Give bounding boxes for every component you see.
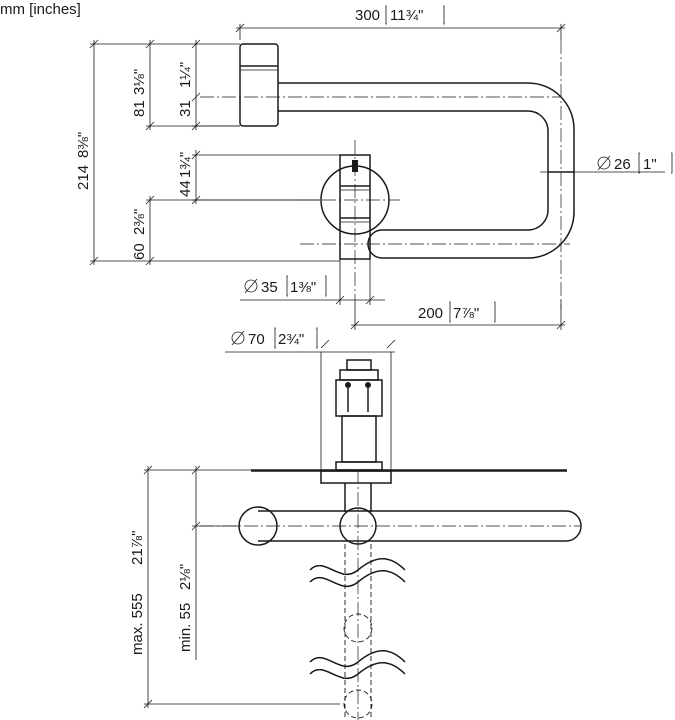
aerator-head — [239, 43, 279, 127]
dimension-reach: 200 7⅞" — [350, 300, 566, 330]
svg-text:1¾": 1¾" — [177, 152, 194, 178]
svg-text:60: 60 — [131, 243, 148, 260]
dimension-pipe-diameter: 26 1" — [540, 152, 673, 174]
svg-text:1": 1" — [643, 156, 657, 173]
dimension-spout-offset: 31 1¼" — [177, 39, 240, 131]
svg-text:2⅛": 2⅛" — [177, 564, 194, 590]
svg-text:8⅜": 8⅜" — [75, 132, 92, 158]
svg-text:300: 300 — [355, 7, 380, 24]
dimension-body-diameter: 35 1⅜" — [240, 259, 385, 305]
dimension-min-length: min. 55 2⅛" — [177, 465, 240, 660]
svg-text:1¼": 1¼" — [177, 62, 194, 88]
svg-text:21⅞": 21⅞" — [129, 530, 146, 565]
dimension-rosette-diameter: 70 2¾" — [225, 327, 396, 353]
rosette-side — [320, 470, 392, 484]
cartridge — [335, 379, 383, 417]
svg-text:min. 55: min. 55 — [177, 603, 194, 652]
svg-text:11¾": 11¾" — [390, 7, 423, 24]
dimension-max-length: max. 555 21⅞" — [129, 465, 340, 709]
svg-text:200: 200 — [418, 305, 443, 322]
svg-text:3⅛": 3⅛" — [131, 69, 148, 95]
svg-text:31: 31 — [177, 100, 194, 117]
side-view — [200, 352, 582, 720]
svg-text:1⅜": 1⅜" — [290, 279, 316, 296]
svg-text:26: 26 — [614, 156, 631, 173]
svg-text:214: 214 — [75, 165, 92, 190]
svg-text:35: 35 — [261, 279, 278, 296]
plan-view — [200, 40, 575, 310]
svg-text:81: 81 — [131, 100, 148, 117]
dimension-handle-height: 44 1¾" — [177, 150, 340, 205]
svg-text:70: 70 — [248, 331, 265, 348]
svg-text:7⅞": 7⅞" — [453, 305, 479, 322]
dimension-base-height: 60 2⅜" — [131, 195, 320, 266]
dimension-total-height: 214 8⅜" — [75, 39, 340, 266]
units-label: mm [inches] — [0, 1, 81, 18]
break-line — [309, 558, 406, 576]
svg-text:2¾": 2¾" — [278, 331, 304, 348]
dimension-width-top: 300 11¾" — [235, 5, 566, 40]
svg-text:44: 44 — [177, 180, 194, 197]
svg-text:max. 555: max. 555 — [129, 593, 146, 655]
svg-text:2⅜": 2⅜" — [131, 209, 148, 235]
